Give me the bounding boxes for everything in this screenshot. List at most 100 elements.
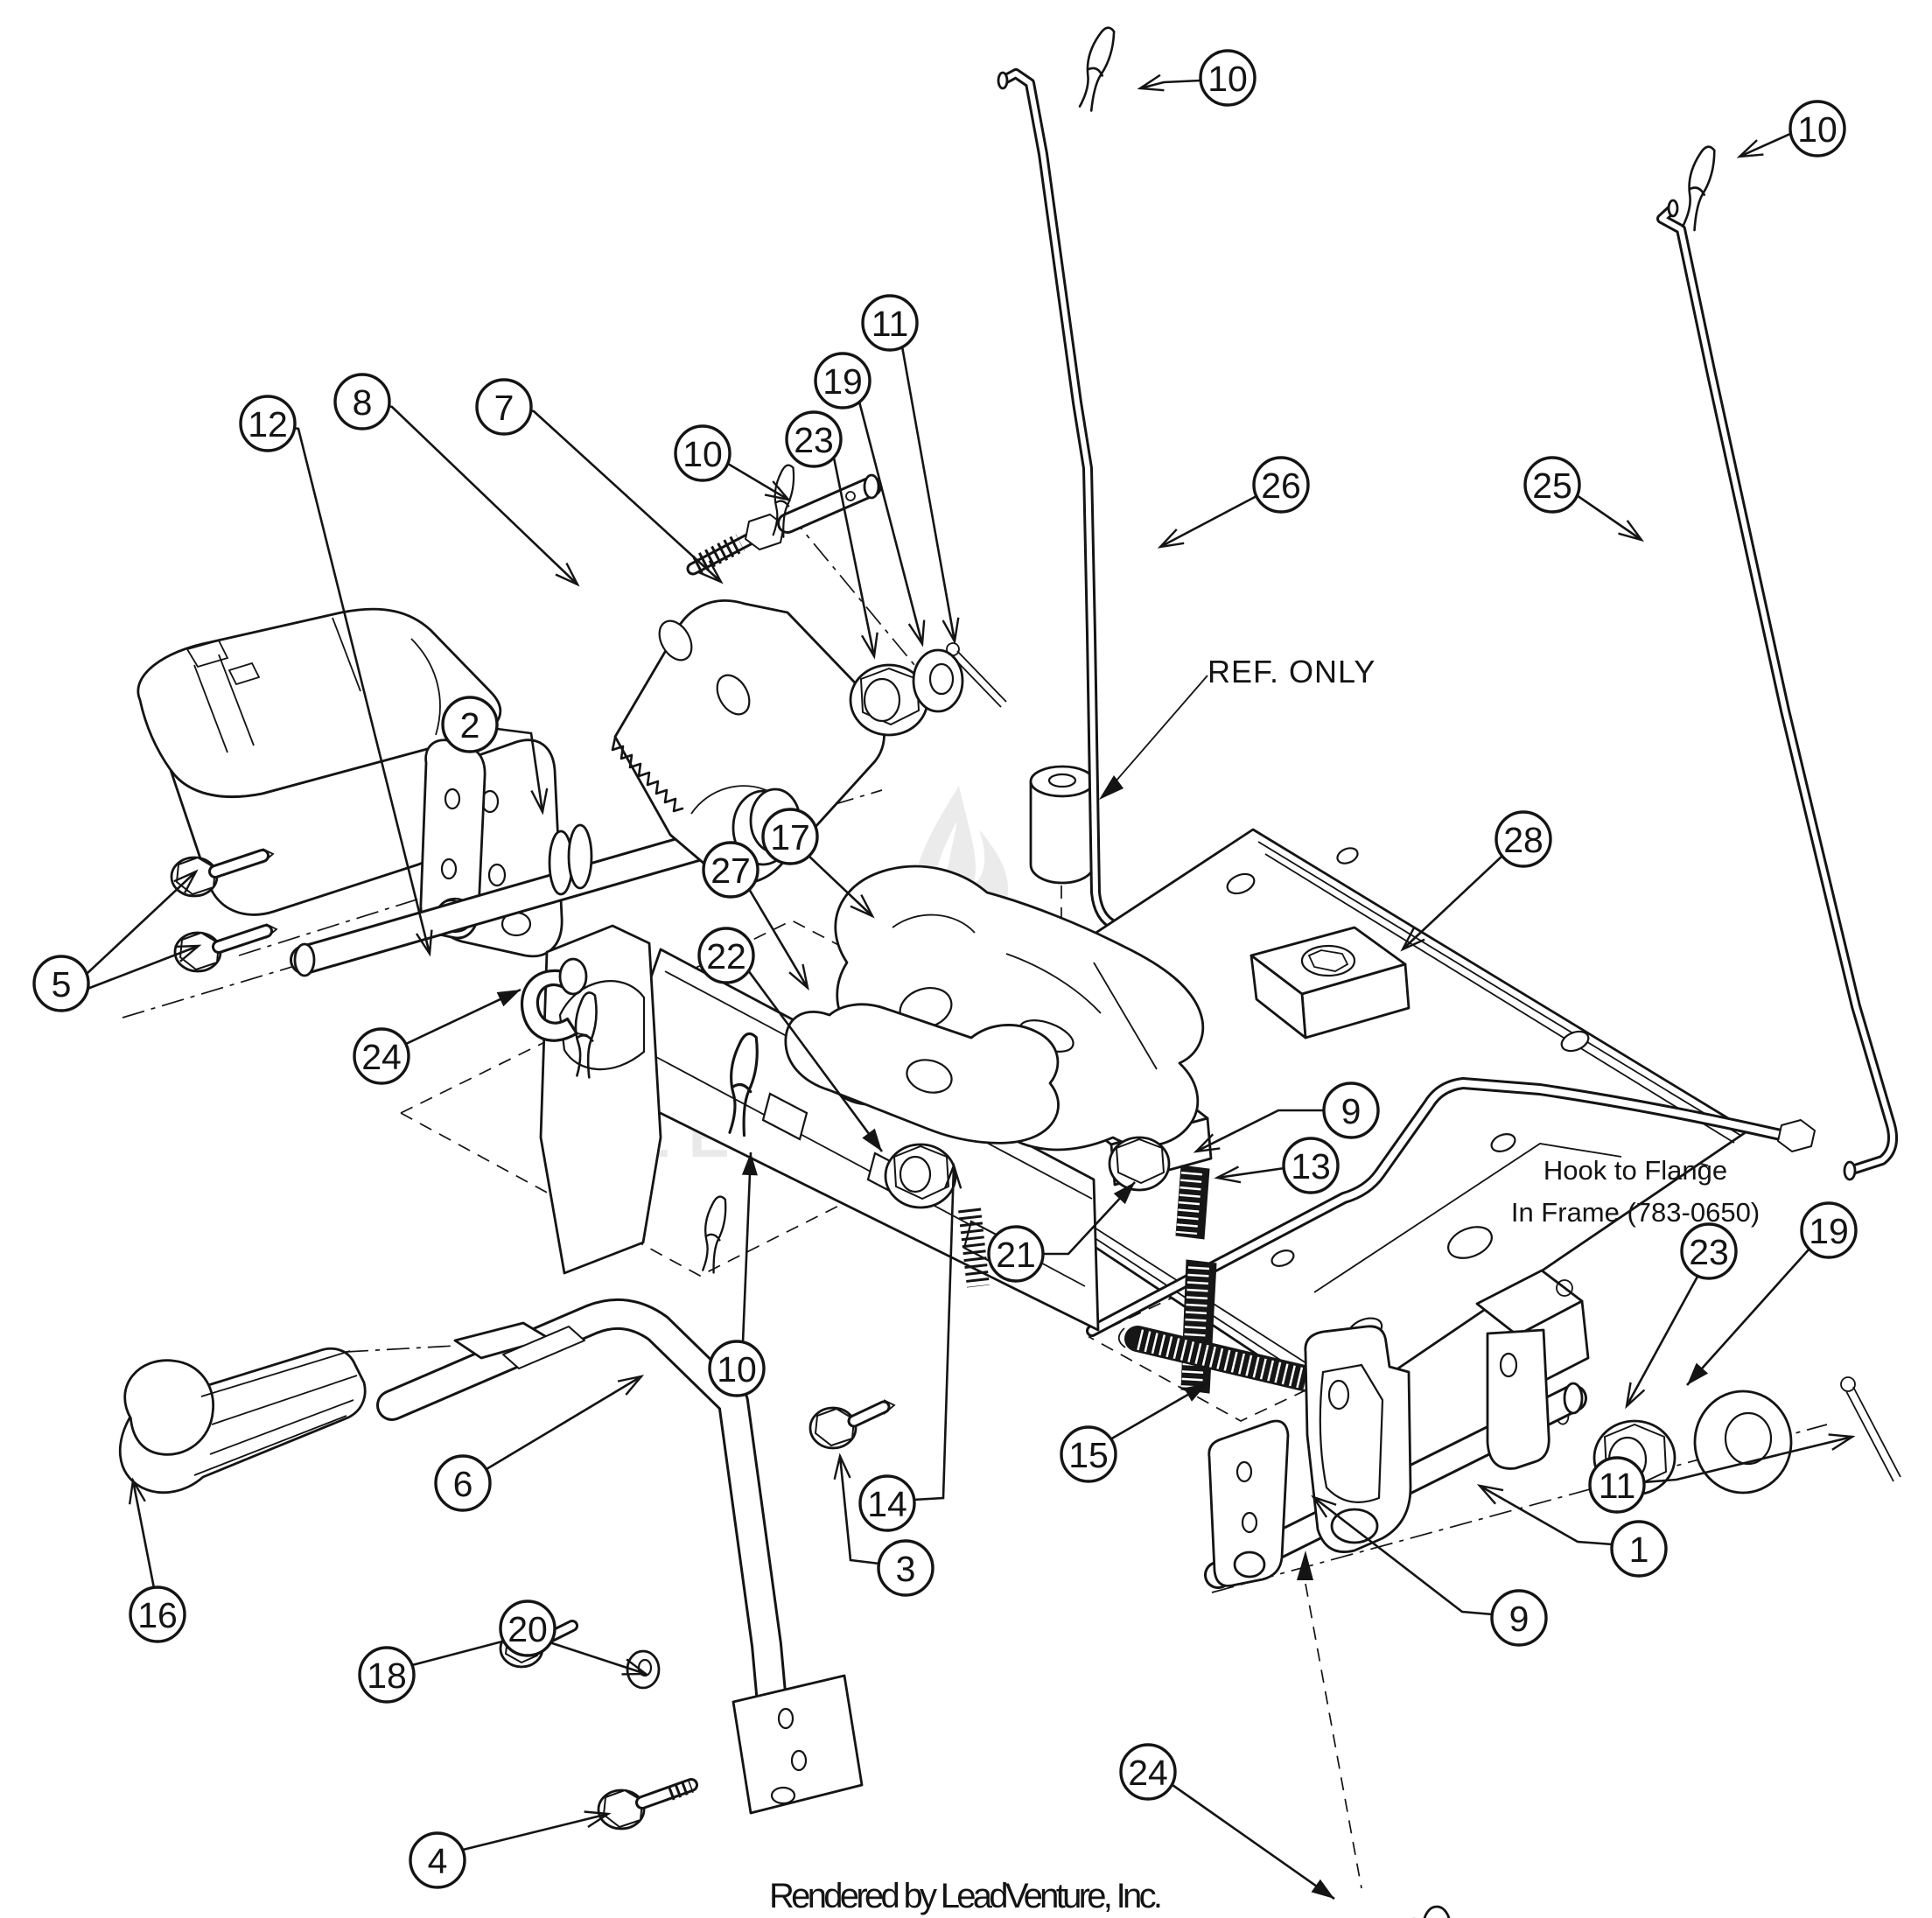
callout-22[interactable]: 22 — [697, 927, 884, 1152]
callout-9[interactable]: 9 — [1311, 1494, 1548, 1647]
callout-balloon-11[interactable] — [1588, 1456, 1646, 1514]
callout-number: 10 — [1797, 109, 1838, 150]
sector-gear-crank — [290, 462, 1007, 977]
callout-19[interactable]: 19 — [814, 352, 926, 648]
arrowhead-open — [530, 788, 549, 816]
callout-balloon-23[interactable] — [1680, 1222, 1738, 1280]
arrowhead-open — [942, 617, 960, 645]
callout-balloon-16[interactable] — [129, 1586, 186, 1643]
callout-10[interactable]: 10 — [1736, 100, 1846, 158]
arrowhead-open — [764, 480, 792, 501]
callout-balloon-10[interactable] — [674, 424, 732, 482]
callout-balloon-11[interactable] — [861, 294, 919, 352]
arrowhead-open — [621, 1658, 649, 1676]
arrowhead-open — [1618, 520, 1645, 542]
washer — [626, 1649, 661, 1690]
callout-balloon-28[interactable] — [1494, 810, 1552, 868]
callout-number: 13 — [1291, 1146, 1331, 1186]
arrowhead-open — [1137, 74, 1165, 92]
callout-6[interactable]: 6 — [434, 1375, 645, 1512]
callout-balloon-4[interactable] — [409, 1831, 466, 1889]
callout-balloon-23[interactable] — [785, 410, 843, 468]
callout-balloon-14[interactable] — [858, 1474, 916, 1532]
callout-10[interactable]: 10 — [1137, 49, 1256, 107]
callout-balloon-26[interactable] — [1252, 456, 1310, 514]
callout-balloon-15[interactable] — [1060, 1425, 1117, 1483]
callout-number: 8 — [353, 382, 373, 423]
callout-balloon-6[interactable] — [434, 1454, 492, 1512]
arrowhead-filled — [1311, 1879, 1334, 1899]
arrowhead-open — [1193, 1133, 1221, 1153]
arrowhead-open — [944, 1162, 962, 1189]
callout-balloon-7[interactable] — [475, 378, 533, 436]
callout-balloon-2[interactable] — [441, 696, 499, 753]
callout-5[interactable]: 5 — [32, 869, 202, 1012]
callout-1[interactable]: 1 — [1476, 1484, 1668, 1578]
callout-balloon-8[interactable] — [333, 373, 391, 430]
callout-21[interactable]: 21 — [987, 1181, 1136, 1283]
washer — [1693, 1390, 1793, 1494]
callout-27[interactable]: 27 — [702, 841, 809, 991]
callout-balloon-19[interactable] — [814, 352, 872, 410]
callout-balloon-25[interactable] — [1523, 456, 1581, 514]
callout-balloon-3[interactable] — [877, 1539, 934, 1597]
callout-16[interactable]: 16 — [128, 1477, 186, 1643]
callout-11[interactable]: 11 — [1588, 1433, 1856, 1514]
callout-number: 24 — [361, 1037, 402, 1077]
callout-balloon-9[interactable] — [1322, 1082, 1380, 1139]
callout-7[interactable]: 7 — [475, 378, 724, 584]
callout-number: 20 — [508, 1609, 548, 1649]
callout-25[interactable]: 25 — [1523, 456, 1645, 542]
callout-balloon-10[interactable] — [1199, 49, 1256, 107]
callout-balloon-24[interactable] — [353, 1027, 410, 1085]
callout-balloon-19[interactable] — [1800, 1201, 1858, 1259]
callout-24[interactable]: 24 — [353, 988, 522, 1085]
callout-11[interactable]: 11 — [861, 294, 960, 645]
callout-17[interactable]: 17 — [761, 808, 875, 919]
callout-balloon-17[interactable] — [761, 808, 819, 865]
callout-number: 19 — [1809, 1211, 1849, 1251]
callout-19[interactable]: 19 — [1686, 1201, 1858, 1386]
arrowhead-open — [788, 963, 809, 991]
callout-12[interactable]: 12 — [239, 395, 433, 957]
arrowhead-open — [1157, 528, 1185, 549]
callout-balloon-1[interactable] — [1610, 1520, 1668, 1578]
callout-balloon-27[interactable] — [702, 841, 760, 899]
arrowhead-open — [128, 1477, 146, 1505]
cotter-pin — [1840, 1376, 1901, 1482]
callout-10[interactable]: 10 — [674, 424, 792, 501]
callout-26[interactable]: 26 — [1157, 456, 1310, 549]
callout-balloon-10[interactable] — [1788, 100, 1846, 158]
callout-28[interactable]: 28 — [1400, 810, 1552, 952]
callout-10[interactable]: 10 — [708, 1152, 766, 1397]
arrowhead-open — [833, 1452, 851, 1480]
reference-spacer — [1029, 765, 1096, 885]
callout-balloon-20[interactable] — [499, 1600, 556, 1657]
callout-balloon-18[interactable] — [358, 1646, 416, 1704]
callout-balloon-12[interactable] — [239, 395, 297, 452]
callout-4[interactable]: 4 — [409, 1810, 612, 1889]
callout-9[interactable]: 9 — [1193, 1082, 1380, 1153]
callout-23[interactable]: 23 — [785, 410, 878, 660]
hook-note-line2: In Frame (783-0650) — [1511, 1197, 1760, 1228]
callout-3[interactable]: 3 — [833, 1452, 934, 1597]
callout-15[interactable]: 15 — [1060, 1382, 1208, 1483]
callout-23[interactable]: 23 — [1625, 1222, 1738, 1410]
callout-13[interactable]: 13 — [1214, 1137, 1340, 1194]
callout-24[interactable]: 24 — [1119, 1743, 1335, 1900]
callout-balloon-5[interactable] — [32, 955, 90, 1012]
callout-14[interactable]: 14 — [858, 1162, 962, 1532]
callout-balloon-21[interactable] — [987, 1225, 1045, 1283]
callout-balloon-10[interactable] — [708, 1340, 766, 1397]
callout-number: 16 — [137, 1595, 178, 1635]
callout-balloon-24[interactable] — [1119, 1743, 1177, 1801]
callout-8[interactable]: 8 — [333, 373, 580, 587]
callout-balloon-9[interactable] — [1490, 1589, 1548, 1647]
callout-balloon-13[interactable] — [1282, 1137, 1340, 1194]
arrowhead-open — [174, 944, 202, 962]
callout-balloon-22[interactable] — [697, 927, 755, 984]
callout-2[interactable]: 2 — [441, 696, 549, 816]
callout-number: 4 — [428, 1841, 448, 1881]
callout-20[interactable]: 20 — [499, 1600, 649, 1676]
